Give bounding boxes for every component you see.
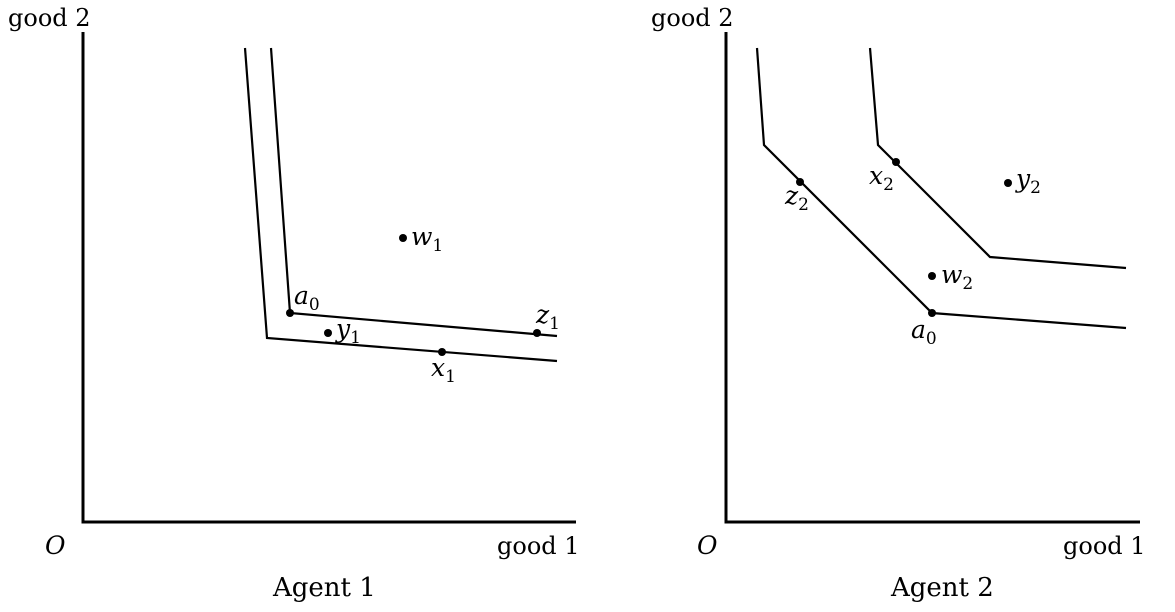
agent1-origin-label: O [45,531,66,560]
agent2-y-axis-label: good 2 [651,4,734,32]
agent1-label-w1: w1 [411,222,443,256]
agent1-label-a0: a0 [294,281,320,315]
agent1-point-a0 [286,309,294,317]
agent2-point-y2 [1004,179,1012,187]
agent1-point-w1 [399,234,407,242]
agent1-axes [81,32,576,524]
agent1-point-z1 [533,329,541,337]
agent1-y-axis-label: good 2 [8,4,91,32]
agent1-indifference-curve-inner [243,47,558,363]
agent2-point-z2 [796,178,804,186]
agent1-x-axis-label: good 1 [497,532,580,560]
agent1-panel: good 2 good 1 O a0 y1 x1 z1 w1 Agent 1 [8,4,580,603]
agent2-point-w2 [928,272,936,280]
agent2-point-a0 [928,309,936,317]
agent2-indifference-curve-upper [868,47,1127,270]
agent2-axes [724,32,1140,524]
agent1-indifference-curve-outer [269,47,558,338]
agent1-label-y1: y1 [335,314,361,348]
agent2-label-a0: a0 [911,315,937,349]
agent1-point-y1 [324,329,332,337]
agent2-x-axis-label: good 1 [1063,532,1146,560]
agent2-indifference-curve-lower [755,47,1127,330]
agent1-caption: Agent 1 [272,573,376,603]
agent2-panel: good 2 good 1 O a0 w2 z2 x2 y2 Agent 2 [651,4,1146,603]
agent1-point-x1 [438,348,446,356]
agent2-caption: Agent 2 [890,573,994,603]
agent2-origin-label: O [697,531,718,560]
agent1-label-x1: x1 [431,353,456,387]
agent2-point-x2 [892,158,900,166]
agent2-label-y2: y2 [1015,164,1041,198]
agent2-label-x2: x2 [869,161,894,195]
agent2-label-z2: z2 [784,181,809,215]
agent2-label-w2: w2 [941,260,973,294]
agent1-label-z1: z1 [535,300,560,334]
